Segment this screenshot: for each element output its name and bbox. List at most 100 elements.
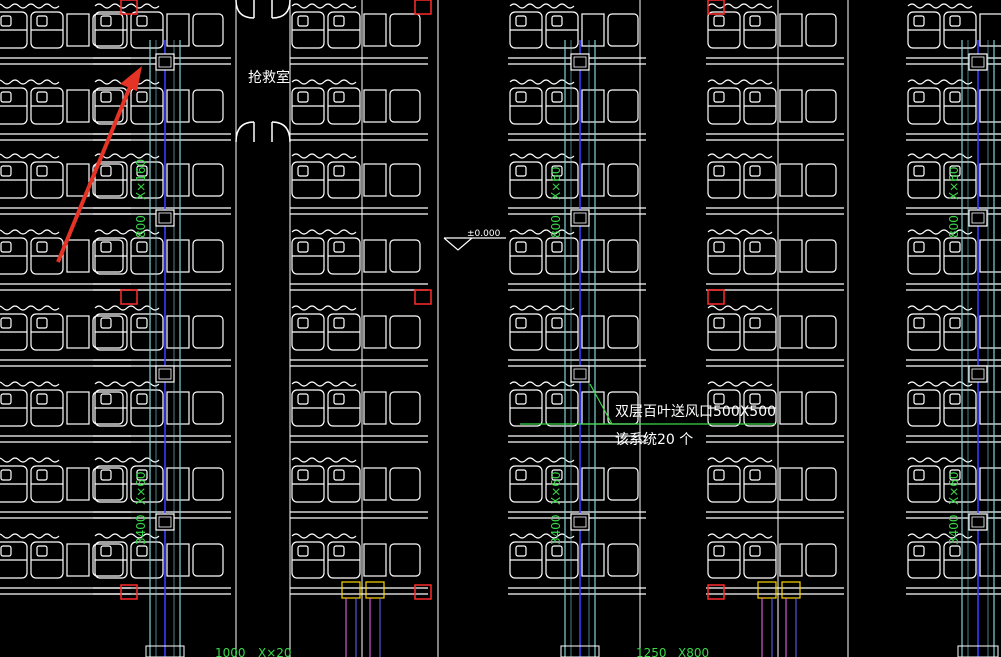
cabinet xyxy=(166,543,190,577)
curtain-line xyxy=(291,457,357,463)
bed-side xyxy=(805,543,837,577)
bed-side xyxy=(389,239,421,273)
air-diffuser-inner xyxy=(573,368,587,380)
cabinet xyxy=(979,467,1001,501)
curtain-line xyxy=(291,79,357,85)
dim-label-4: 3400 xyxy=(134,514,148,545)
red-marker-square xyxy=(120,289,138,305)
bed-module xyxy=(93,229,231,291)
cabinet xyxy=(363,315,387,349)
curtain-line xyxy=(0,229,60,235)
dim-label-12: 3400 xyxy=(947,514,961,545)
air-diffuser-inner xyxy=(971,56,985,68)
air-diffuser xyxy=(570,53,590,71)
pillow xyxy=(100,469,112,481)
bed-side xyxy=(192,315,224,349)
pillow xyxy=(749,165,761,177)
dim-label-6: 800 xyxy=(549,215,563,238)
pillow xyxy=(749,91,761,103)
bed-side xyxy=(389,89,421,123)
curtain-line xyxy=(707,457,773,463)
bed-side xyxy=(192,467,224,501)
cabinet xyxy=(779,543,803,577)
cabinet xyxy=(979,89,1001,123)
curtain-line xyxy=(291,229,357,235)
air-diffuser-inner xyxy=(158,516,172,528)
pillow xyxy=(949,469,961,481)
cabinet xyxy=(779,13,803,47)
pillow xyxy=(297,165,309,177)
bed-module xyxy=(290,153,428,215)
pillow xyxy=(0,545,12,557)
pillow xyxy=(100,15,112,27)
air-diffuser-inner xyxy=(158,368,172,380)
pillow xyxy=(913,317,925,329)
air-diffuser xyxy=(155,53,175,71)
cabinet xyxy=(779,239,803,273)
cabinet xyxy=(166,163,190,197)
cabinet xyxy=(66,543,90,577)
pillow xyxy=(551,241,563,253)
curtain-line xyxy=(509,305,575,311)
bed-side xyxy=(389,13,421,47)
cabinet xyxy=(66,467,90,501)
curtain-line xyxy=(94,457,160,463)
bed-side xyxy=(607,13,639,47)
curtain-line xyxy=(0,305,60,311)
pillow xyxy=(36,15,48,27)
cabinet xyxy=(66,13,90,47)
dim-label-8: 3400 xyxy=(549,514,563,545)
cabinet xyxy=(979,13,1001,47)
curtain-line xyxy=(94,153,160,159)
pillow xyxy=(333,241,345,253)
duct-cap xyxy=(957,645,999,657)
cabinet xyxy=(979,543,1001,577)
pillow xyxy=(333,545,345,557)
bed-side xyxy=(607,543,639,577)
pillow xyxy=(913,165,925,177)
curtain-line xyxy=(707,381,773,387)
pillow xyxy=(949,317,961,329)
bed-module xyxy=(906,229,1001,291)
cabinet xyxy=(979,391,1001,425)
pillow xyxy=(333,469,345,481)
cabinet xyxy=(166,13,190,47)
pillow xyxy=(913,545,925,557)
bed-side xyxy=(805,163,837,197)
pillow xyxy=(949,393,961,405)
cabinet xyxy=(166,89,190,123)
cabinet xyxy=(166,239,190,273)
pillow xyxy=(100,91,112,103)
air-diffuser-inner xyxy=(158,56,172,68)
bed-module xyxy=(706,79,844,141)
bed-module xyxy=(93,305,231,367)
pillow xyxy=(913,91,925,103)
pillow xyxy=(297,15,309,27)
dim-label-5: X×60 xyxy=(549,166,563,200)
pillow xyxy=(551,545,563,557)
air-diffuser-inner xyxy=(573,56,587,68)
bed-module xyxy=(906,457,1001,519)
bed-side xyxy=(805,391,837,425)
curtain-line xyxy=(509,381,575,387)
red-pointer-arrow-icon xyxy=(56,66,142,263)
pillow xyxy=(515,15,527,27)
pillow xyxy=(136,545,148,557)
pillow xyxy=(136,317,148,329)
duct-cap xyxy=(560,645,600,657)
red-marker-square xyxy=(414,584,432,600)
bed-module xyxy=(290,533,428,595)
air-diffuser-inner xyxy=(971,368,985,380)
bed-side xyxy=(192,13,224,47)
dim-label-7: X×60 xyxy=(549,471,563,505)
bottom-label-1: 1000 xyxy=(215,646,246,657)
curtain-line xyxy=(509,457,575,463)
pillow xyxy=(0,15,12,27)
equipment-box xyxy=(781,581,801,599)
pillow xyxy=(949,91,961,103)
pillow xyxy=(713,91,725,103)
cabinet xyxy=(66,391,90,425)
red-marker-square xyxy=(120,584,138,600)
bed-side xyxy=(192,163,224,197)
